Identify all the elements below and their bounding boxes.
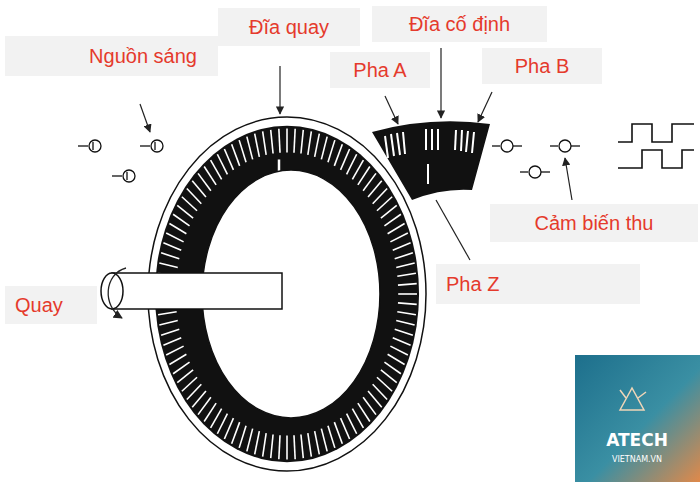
watermark-text: VIETNAM.VN (612, 455, 662, 464)
square-waves (618, 124, 694, 168)
part-label: Nguồn sáng (89, 45, 197, 67)
fixed-disk (372, 121, 490, 200)
watermark-icon (620, 388, 646, 410)
label-box: Pha Z (436, 264, 640, 304)
label-box: Cảm biến thu (490, 204, 698, 242)
watermark-logo (575, 355, 700, 482)
label-box: Pha B (482, 48, 602, 84)
light-sources (78, 140, 163, 182)
part-label: Pha B (515, 55, 569, 77)
label-box: Pha A (330, 52, 430, 88)
watermark-text: ATECH (606, 430, 668, 450)
part-label: Pha A (353, 59, 406, 81)
label-box: Nguồn sáng (68, 36, 218, 76)
shaft (101, 268, 282, 318)
label-panel (5, 36, 75, 76)
part-label: Đĩa cố định (409, 13, 510, 35)
part-label: Đĩa quay (249, 16, 329, 38)
label-box: Quay (5, 286, 97, 324)
part-label: Quay (15, 294, 63, 316)
label-box: Đĩa quay (218, 8, 360, 46)
label-box: Đĩa cố định (372, 6, 547, 42)
part-label: Cảm biến thu (535, 212, 654, 234)
part-label: Pha Z (446, 273, 499, 295)
